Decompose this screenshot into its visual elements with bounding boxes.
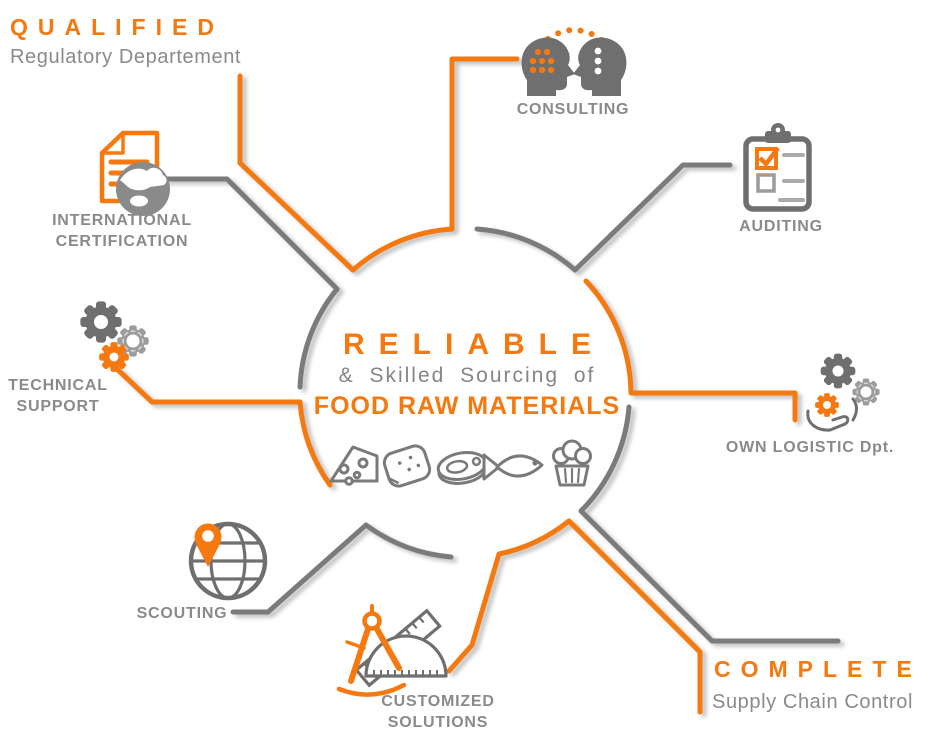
connector-scouting [230, 522, 454, 615]
own-logistic-label: OWN LOGISTIC Dpt. [725, 439, 895, 456]
auditing-label: AUDITING [739, 218, 823, 235]
protractor-ticks [373, 670, 438, 676]
compass [336, 604, 407, 697]
food-icons-row [329, 439, 592, 488]
head-right-dots [594, 47, 602, 75]
three-gears-icon [80, 301, 149, 372]
fish-icon [482, 453, 544, 481]
cupcake-icon [552, 439, 592, 487]
certificate-globe-icon [99, 130, 170, 216]
head-right [573, 37, 627, 96]
center-title: RELIABLE [343, 328, 605, 361]
international-label-line2: CERTIFICATION [55, 233, 189, 250]
connector-auditing [474, 162, 733, 273]
qualified-title: QUALIFIED [10, 14, 224, 40]
list-lines [778, 153, 805, 202]
technical-label: TECHNICAL SUPPORT [8, 375, 108, 417]
head-left-dots [529, 48, 555, 74]
customized-label-line2: SOLUTIONS [387, 714, 489, 731]
connector-lines [113, 56, 841, 715]
customized-label-line1: CUSTOMIZED [381, 693, 495, 710]
drafting-tools-icon [336, 604, 448, 697]
protractor [364, 634, 448, 678]
bread-icon [382, 444, 432, 488]
technical-label-line2: SUPPORT [16, 398, 100, 415]
clipboard-checklist-icon [743, 123, 812, 212]
cheese-icon [329, 445, 379, 486]
complete-subtitle: Supply Chain Control [712, 691, 913, 713]
head-left [521, 37, 575, 96]
technical-label-line1: TECHNICAL [8, 377, 108, 394]
connector-complete-customized [446, 518, 703, 715]
international-label: INTERNATIONAL CERTIFICATION [52, 210, 192, 252]
globe-pin-icon [188, 521, 268, 601]
connector-own-logistic [583, 278, 798, 423]
international-label-line1: INTERNATIONAL [52, 212, 192, 229]
empty-checkbox [756, 173, 776, 193]
complete-title: COMPLETE [714, 656, 922, 682]
center-subtitle2: FOOD RAW MATERIALS [313, 392, 621, 420]
scouting-label: SCOUTING [136, 605, 228, 622]
connector-international [162, 176, 340, 390]
connector-complete-gray [578, 404, 841, 644]
check-mark [758, 146, 780, 168]
center-subtitle: & Skilled Sourcing of [338, 364, 596, 387]
hand-outline [806, 409, 850, 432]
connector-qualified-consulting [237, 56, 520, 273]
connector-technical [113, 365, 333, 488]
gears-hand-icon [806, 353, 880, 432]
consulting-label: CONSULTING [516, 101, 630, 118]
talking-heads-icon [521, 27, 627, 96]
customized-label: CUSTOMIZED SOLUTIONS [381, 691, 494, 733]
meat-icon [436, 451, 488, 485]
qualified-subtitle: Regulatory Departement [10, 46, 242, 68]
